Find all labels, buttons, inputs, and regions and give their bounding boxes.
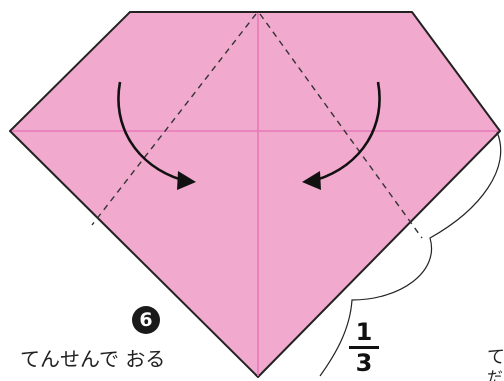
step-instruction: てんせんで おる [20,347,166,371]
right-fold-line [259,13,423,239]
step-number-badge: 6 [132,306,160,334]
origami-paper [9,11,501,378]
scallop-outline [319,131,502,377]
fraction-label: 1 3 [346,318,382,377]
cut-off-text-line1: て [487,347,504,368]
curved-arrow-right-icon [302,81,381,190]
fraction-numerator: 1 [355,318,373,346]
fraction-bar [349,346,379,349]
curved-arrow-left-icon [117,81,196,190]
left-fold-line [91,13,257,226]
fraction-denominator: 3 [355,349,373,377]
cut-off-text-line2: だ [487,368,504,381]
